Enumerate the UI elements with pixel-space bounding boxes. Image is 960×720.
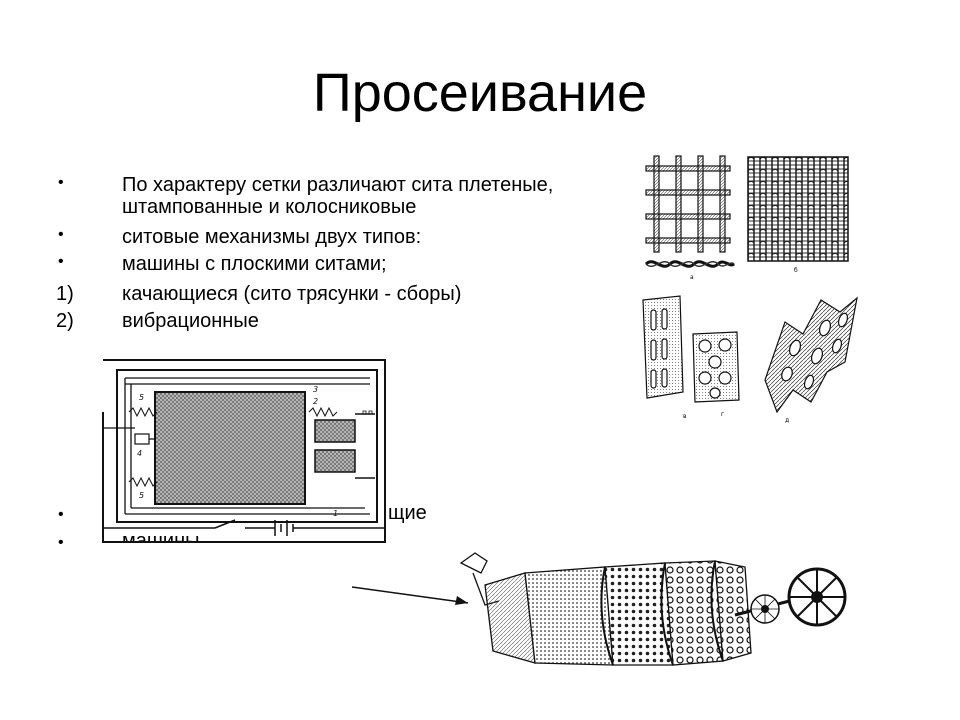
woven-mesh-figure: а xyxy=(644,155,736,281)
drum-sieve-figure xyxy=(459,552,847,666)
figure-label: в xyxy=(683,413,687,420)
bullet-text-swinging: качающиеся (сито трясунки - сборы) xyxy=(122,283,462,305)
figure-label: б xyxy=(794,267,798,274)
schematic-label: 1 xyxy=(333,509,338,518)
schematic-label: 2 xyxy=(313,397,318,406)
bullet-marker: • xyxy=(58,506,64,523)
figure-label: г xyxy=(721,411,724,418)
figure-label: д xyxy=(785,417,789,424)
bullet-text-machines: машины. xyxy=(122,530,206,552)
numbered-marker: 1) xyxy=(56,283,74,305)
vibrating-sieve-schematic: 1 2 3 4 5 5 xyxy=(102,359,386,543)
bullet-text-partial: щие xyxy=(388,502,427,524)
bullet-marker: • xyxy=(58,174,64,191)
bullet-text-flat-sieves: машины с плоскими ситами; xyxy=(122,253,387,275)
pointer-arrow xyxy=(351,586,469,605)
schematic-label: 5 xyxy=(139,491,144,500)
punched-sheets-figure: в г д xyxy=(642,295,858,424)
bullet-marker: • xyxy=(58,226,64,243)
bullet-text-vibrating: вибрационные xyxy=(122,310,259,332)
schematic-label: 3 xyxy=(313,385,318,394)
schematic-label: 4 xyxy=(137,449,142,458)
schematic-label: 5 xyxy=(139,393,144,402)
bullet-text-sieve-types: По характеру сетки различают сита плетен… xyxy=(122,174,554,196)
slide-title: Просеивание xyxy=(312,63,648,123)
bullet-marker: • xyxy=(58,534,64,551)
bullet-text-mechanisms: ситовые механизмы двух типов: xyxy=(122,226,422,248)
bullet-marker: • xyxy=(58,253,64,270)
twill-mesh-figure: б xyxy=(747,156,849,274)
bullet-text-sieve-types-cont: штампованные и колосниковые xyxy=(122,196,417,218)
numbered-marker: 2) xyxy=(56,310,74,332)
figure-label: а xyxy=(690,274,694,281)
